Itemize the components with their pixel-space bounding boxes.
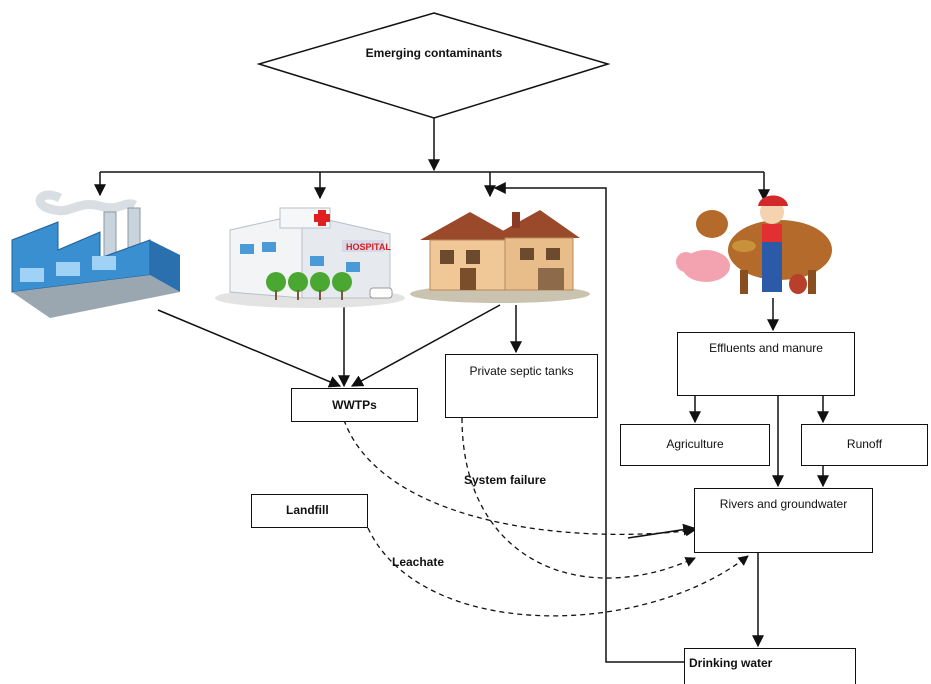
node-effluents-label: Effluents and manure — [709, 341, 823, 355]
node-effluents: Effluents and manure — [677, 332, 855, 396]
feedback-connector — [493, 182, 684, 663]
node-septic: Private septic tanks — [445, 354, 598, 418]
dashed-connectors — [343, 417, 749, 617]
house-icon — [410, 210, 590, 303]
wwtp-connectors — [157, 304, 522, 388]
node-wwtps: WWTPs — [291, 388, 418, 422]
label-system-failure: System failure — [464, 473, 546, 487]
node-rivers: Rivers and groundwater — [694, 488, 873, 553]
solid-input-connector — [627, 523, 696, 539]
farm-connectors — [689, 298, 829, 648]
label-leachate: Leachate — [392, 555, 444, 569]
node-wwtps-label: WWTPs — [332, 398, 377, 412]
node-rivers-label: Rivers and groundwater — [719, 497, 848, 511]
root-connectors — [94, 118, 770, 202]
root-diamond — [256, 12, 611, 119]
node-runoff-label: Runoff — [846, 437, 883, 451]
node-agriculture-label: Agriculture — [666, 437, 724, 451]
farm-icon — [676, 195, 832, 294]
svg-text:HOSPITAL: HOSPITAL — [346, 242, 391, 252]
node-landfill: Landfill — [251, 494, 368, 528]
node-agriculture: Agriculture — [620, 424, 770, 466]
hospital-icon: HOSPITAL — [215, 207, 405, 308]
node-landfill-label: Landfill — [286, 503, 329, 517]
node-drinking: Drinking water — [684, 648, 856, 684]
node-drinking-label: Drinking water — [689, 656, 773, 670]
node-runoff: Runoff — [801, 424, 928, 466]
root-label: Emerging contaminants — [365, 46, 503, 60]
factory-icon — [11, 190, 180, 318]
node-septic-label: Private septic tanks — [469, 364, 574, 378]
